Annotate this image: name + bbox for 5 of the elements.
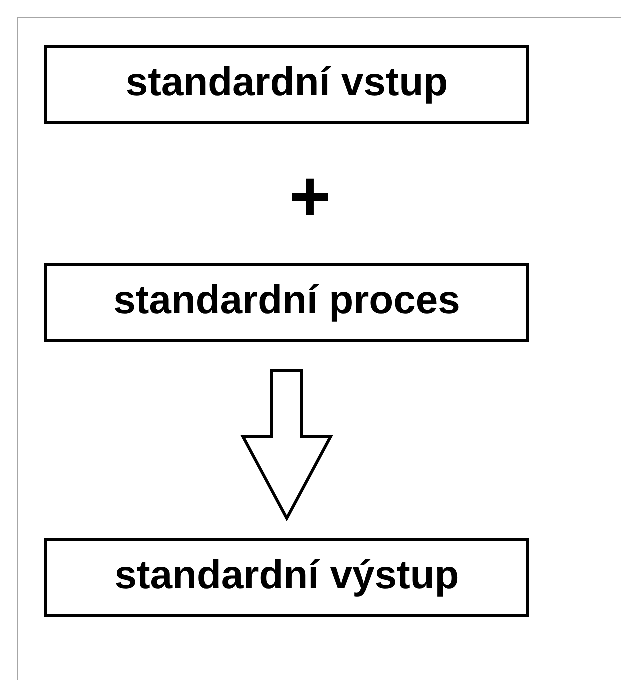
hollow-arrow [240, 369, 334, 522]
process-box: standardní proces [44, 264, 530, 342]
process-box: standardní výstup [44, 538, 530, 618]
process-box: standardní vstup [44, 46, 530, 124]
plus-sign: + [292, 178, 328, 216]
